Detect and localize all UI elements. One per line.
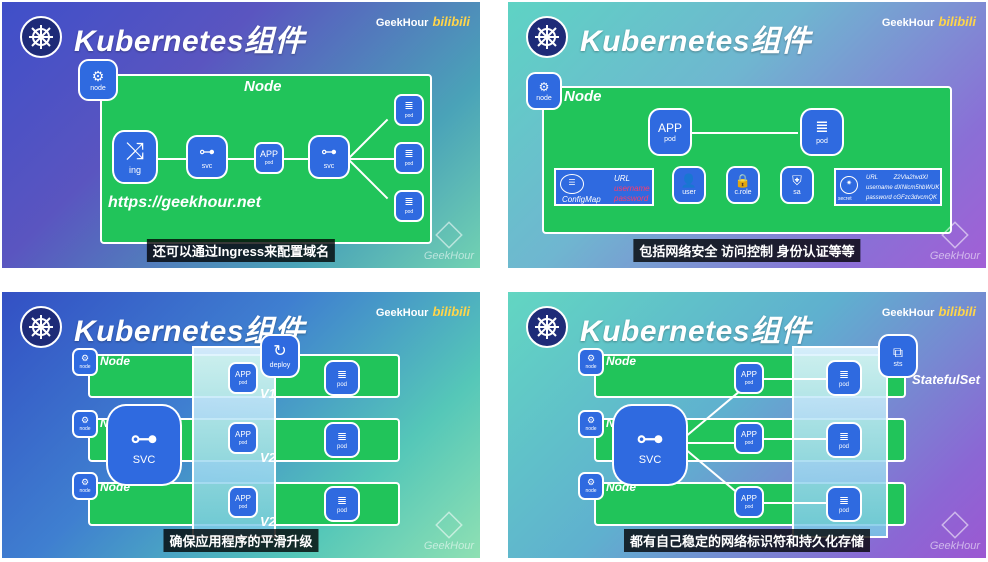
- slide-title: Kubernetes组件: [580, 25, 812, 58]
- node-icon: ⚙node: [578, 410, 604, 438]
- service-icon: ⊶svc: [308, 135, 350, 179]
- pod-db-icon: ≣pod: [394, 190, 424, 222]
- node-icon: ⚙node: [578, 348, 604, 376]
- connector-line: [760, 438, 830, 440]
- deploy-icon: ↻deploy: [260, 334, 300, 378]
- node-label: Node: [100, 354, 130, 368]
- slide-title: Kubernetes组件: [580, 315, 812, 348]
- watermark: GeekHour: [930, 511, 980, 552]
- service-icon: ⊶svc: [186, 135, 228, 179]
- connector-line: [760, 502, 830, 504]
- kubernetes-logo-icon: [20, 306, 62, 348]
- node-label: Node: [564, 88, 602, 105]
- version-label: V1: [260, 386, 276, 401]
- ingress-url: https://geekhour.net: [108, 194, 261, 211]
- pod-db-icon: ≣pod: [324, 422, 360, 458]
- subtitle: 包括网络安全 访问控制 身份认证等等: [633, 239, 861, 262]
- kubernetes-logo-icon: [20, 16, 62, 58]
- connector-line: [684, 442, 740, 444]
- kubernetes-logo-icon: [526, 16, 568, 58]
- configmap-card: ☰ ConfigMap URL username password: [554, 168, 654, 206]
- connector-line: [688, 132, 798, 134]
- kubernetes-logo-icon: [526, 306, 568, 348]
- subtitle: 还可以通过Ingress来配置域名: [146, 239, 336, 262]
- service-icon: ⊶SVC: [106, 404, 182, 486]
- connector-line: [152, 158, 192, 160]
- pod-db-icon: ≣pod: [826, 486, 862, 522]
- statefulset-icon: ⧉sts: [878, 334, 918, 378]
- pod-db-icon: ≣pod: [394, 142, 424, 174]
- connector-line: [760, 378, 830, 380]
- service-icon: ⊶SVC: [612, 404, 688, 486]
- pod-db-icon: ≣pod: [394, 94, 424, 126]
- subtitle: 确保应用程序的平滑升级: [163, 529, 319, 552]
- watermark: GeekHour: [930, 221, 980, 262]
- shield-icon: ⛨sa: [780, 166, 814, 204]
- node-box: [542, 86, 952, 234]
- version-label: V2: [260, 450, 276, 465]
- pod-db-icon: ≣pod: [324, 486, 360, 522]
- node-icon: ⚙node: [72, 410, 98, 438]
- node-icon: ⚙node: [78, 59, 118, 101]
- connector-line: [282, 158, 312, 160]
- secret-card: ✷ secret URL Z2Vla2hvdXI username dXNlcm…: [834, 168, 942, 206]
- node-icon: ⚙node: [72, 472, 98, 500]
- statefulset-label: StatefulSet: [912, 372, 980, 387]
- node-icon: ⚙node: [526, 72, 562, 110]
- pod-db-icon: ≣pod: [826, 422, 862, 458]
- pod-db-icon: ≣pod: [324, 360, 360, 396]
- connector-line: [228, 158, 258, 160]
- lock-icon: 🔒c.role: [726, 166, 760, 204]
- watermark: GeekHour: [424, 221, 474, 262]
- watermark: GeekHour: [424, 511, 474, 552]
- ingress-icon: ⤨ing: [112, 130, 158, 184]
- slide-title: Kubernetes组件: [74, 25, 306, 58]
- node-icon: ⚙node: [578, 472, 604, 500]
- connector-line: [348, 158, 394, 160]
- node-label: Node: [606, 354, 636, 368]
- user-icon: 👤user: [672, 166, 706, 204]
- pod-db-icon: ≣pod: [826, 360, 862, 396]
- pod-db-icon: ≣pod: [800, 108, 844, 156]
- node-icon: ⚙node: [72, 348, 98, 376]
- subtitle: 都有自己稳定的网络标识符和持久化存储: [623, 529, 871, 552]
- version-label: V2: [260, 514, 276, 529]
- node-label: Node: [244, 78, 282, 95]
